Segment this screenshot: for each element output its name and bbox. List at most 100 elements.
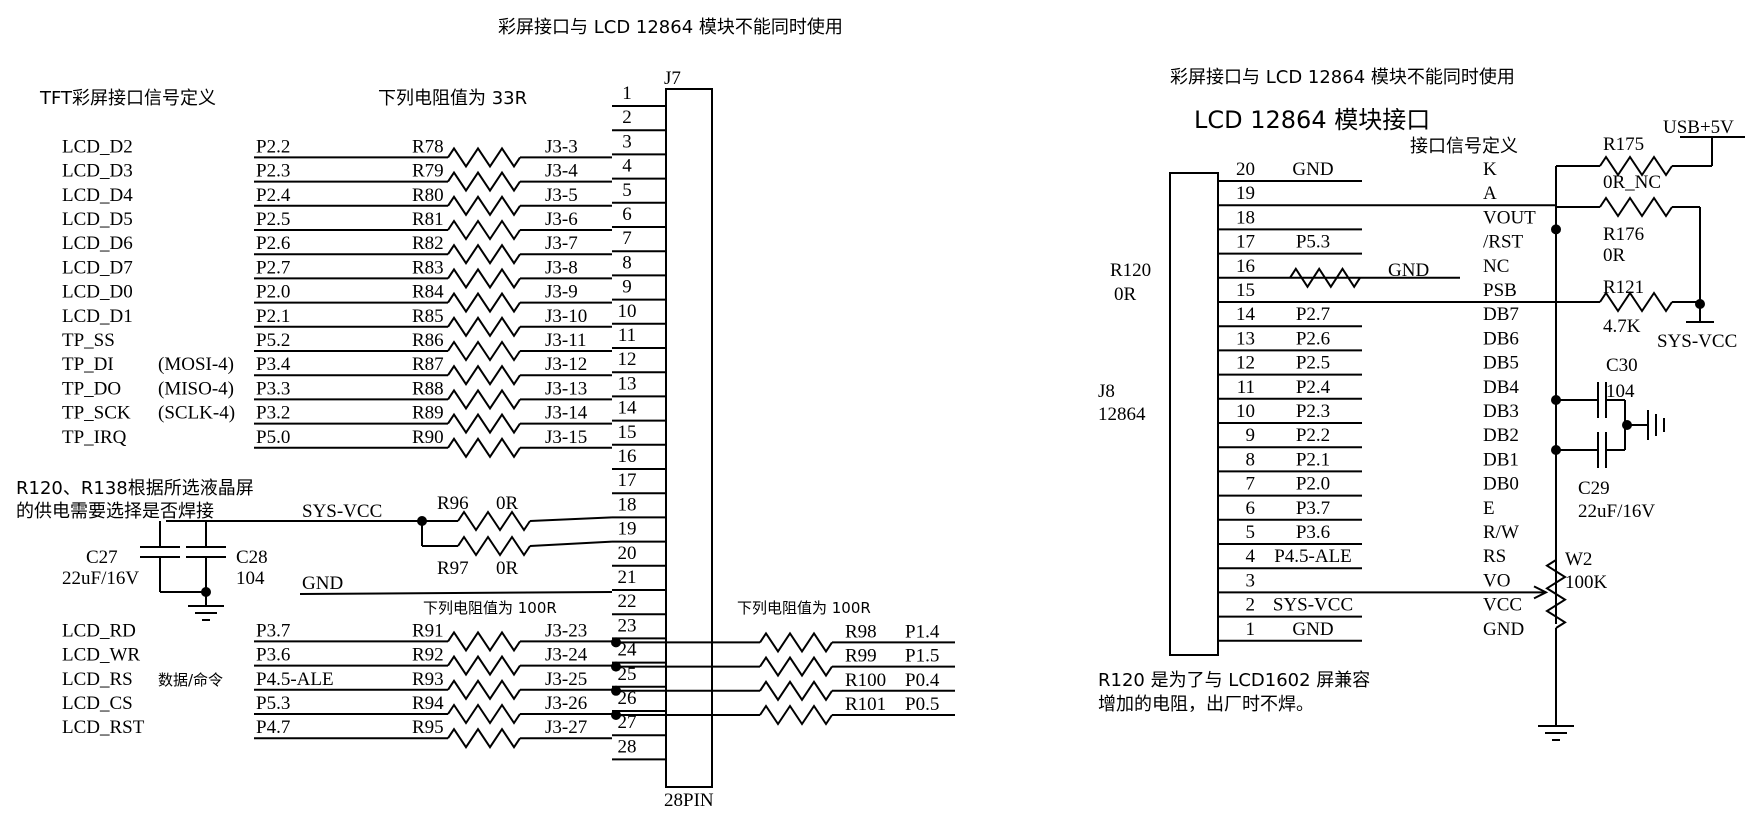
j8-value: 12864 [1098, 404, 1146, 425]
pin-label-j3-9: J3-9 [545, 282, 578, 303]
port-label-lcd_d4: P2.4 [256, 185, 291, 206]
j8-signal-2: VCC [1483, 595, 1522, 616]
port-label-p0-4: P0.4 [905, 670, 940, 691]
r96-to-pin18 [529, 516, 613, 522]
power-note-line1: R120、R138根据所选液晶屏 [16, 478, 254, 499]
j7-pin-number-10: 10 [618, 301, 637, 322]
j7-label: J7 [664, 68, 681, 89]
j7-pin-number-26: 26 [618, 688, 637, 709]
resistor-r81 [447, 219, 521, 241]
j8-net-5: P3.6 [1296, 522, 1330, 543]
schematic-static: 彩屏接口与 LCD 12864 模块不能同时使用 TFT彩屏接口信号定义 下列电… [16, 17, 1737, 811]
j7-pin-number-16: 16 [618, 446, 637, 467]
port-label-lcd_rst: P4.7 [256, 717, 290, 738]
resistor-r99 [759, 655, 833, 678]
left-title: TFT彩屏接口信号定义 [39, 88, 216, 109]
j8-pin-number-10: 10 [1236, 401, 1255, 422]
signal-label-lcd_d1: LCD_D1 [62, 306, 133, 327]
j8-net-4: P4.5-ALE [1274, 546, 1352, 567]
data-cmd-note: 数据/命令 [158, 671, 223, 689]
resistor-label-r92: R92 [412, 645, 444, 666]
j7-pin-number-8: 8 [622, 252, 632, 273]
pin-label-j3-23: J3-23 [545, 620, 587, 641]
resistor-label-r95: R95 [412, 717, 444, 738]
resistor-r97 [457, 535, 531, 557]
pin-label-j3-4: J3-4 [545, 161, 578, 182]
j8-net-14: P2.7 [1296, 304, 1330, 325]
resistor-label-r80: R80 [412, 185, 444, 206]
j7-pin-number-21: 21 [618, 567, 637, 588]
j7-pin-number-4: 4 [622, 156, 632, 177]
resistor-r90 [447, 436, 521, 459]
j8-connector-body [1169, 172, 1219, 656]
wiper-arrow [1533, 585, 1549, 600]
right-note: 彩屏接口与 LCD 12864 模块不能同时使用 [1170, 67, 1515, 88]
j8-pin-number-9: 9 [1246, 425, 1256, 446]
resistor-r95 [447, 727, 521, 750]
j8-net-20: GND [1292, 159, 1333, 180]
resistor-r175 [1599, 155, 1673, 177]
c29-label: C29 [1578, 478, 1610, 499]
signal-label-lcd_rd: LCD_RD [62, 620, 136, 641]
j8-pin-number-4: 4 [1246, 546, 1256, 567]
j7-pin-number-1: 1 [622, 83, 632, 104]
c27-value: 22uF/16V [62, 568, 139, 589]
j8-net-7: P2.0 [1296, 474, 1330, 495]
j8-pin-number-3: 3 [1246, 570, 1256, 591]
w2-label: W2 [1565, 549, 1592, 570]
pin-label-j3-12: J3-12 [545, 354, 587, 375]
resistor-r79 [447, 170, 521, 193]
resistor-label-r91: R91 [412, 620, 444, 641]
c28-label: C28 [236, 547, 268, 568]
j8-signal-20: K [1483, 159, 1497, 180]
j8-pin-number-13: 13 [1236, 328, 1255, 349]
gnd-to-pin21 [299, 591, 613, 595]
j8-signal-7: DB0 [1483, 474, 1519, 495]
resistor-label-r86: R86 [412, 330, 444, 351]
pin-label-j3-7: J3-7 [545, 233, 578, 254]
j8-net-2: SYS-VCC [1273, 595, 1353, 616]
resistor-r85 [447, 315, 521, 338]
signal-label-lcd_rs: LCD_RS [62, 669, 133, 690]
j7-pin-number-2: 2 [622, 107, 632, 128]
note-100r-right: 下列电阻值为 100R [737, 599, 871, 617]
j8-pin-number-14: 14 [1236, 304, 1256, 325]
signal-label-tp_do: TP_DO [62, 378, 121, 399]
j8-pin-number-17: 17 [1236, 232, 1255, 253]
pin-label-j3-10: J3-10 [545, 306, 587, 327]
j8-signal-10: DB3 [1483, 401, 1519, 422]
port-label-lcd_d6: P2.6 [256, 233, 290, 254]
j8-pin-number-7: 7 [1246, 474, 1256, 495]
r120-label: R120 [1110, 260, 1151, 281]
pin-label-j3-14: J3-14 [545, 403, 588, 424]
j8-net-8: P2.1 [1296, 449, 1330, 470]
j7-pin-number-13: 13 [618, 373, 637, 394]
port-label-lcd_wr: P3.6 [256, 645, 290, 666]
j8-pin-number-2: 2 [1246, 595, 1256, 616]
pin-label-j3-27: J3-27 [545, 717, 587, 738]
pin-label-j3-24: J3-24 [545, 645, 588, 666]
j8-net-1: GND [1292, 619, 1333, 640]
j8-pin-number-15: 15 [1236, 280, 1255, 301]
resistor-r80 [447, 194, 521, 217]
resistor-label-r98: R98 [845, 621, 877, 642]
resistor-r84 [447, 291, 521, 314]
j7-pin-number-19: 19 [618, 519, 637, 540]
resistor-label-r81: R81 [412, 209, 444, 230]
resistor-r78 [447, 146, 521, 169]
right-subtitle: 接口信号定义 [1410, 136, 1518, 157]
resistor-label-r84: R84 [412, 282, 444, 303]
port-label-tp_di: P3.4 [256, 354, 291, 375]
port-label-lcd_d0: P2.0 [256, 282, 290, 303]
port-label-lcd_rd: P3.7 [256, 620, 290, 641]
resistor-label-r89: R89 [412, 403, 444, 424]
j7-pin-number-14: 14 [618, 398, 638, 419]
j7-pin-number-25: 25 [618, 664, 637, 685]
sys-vcc-label: SYS-VCC [302, 501, 382, 522]
pin-label-j3-13: J3-13 [545, 378, 587, 399]
usb-label: USB+5V [1663, 117, 1734, 138]
resistor-r100 [759, 679, 833, 702]
j8-net-6: P3.7 [1296, 498, 1330, 519]
resistor-label-r79: R79 [412, 161, 444, 182]
junction-sys-vcc [1695, 299, 1705, 309]
